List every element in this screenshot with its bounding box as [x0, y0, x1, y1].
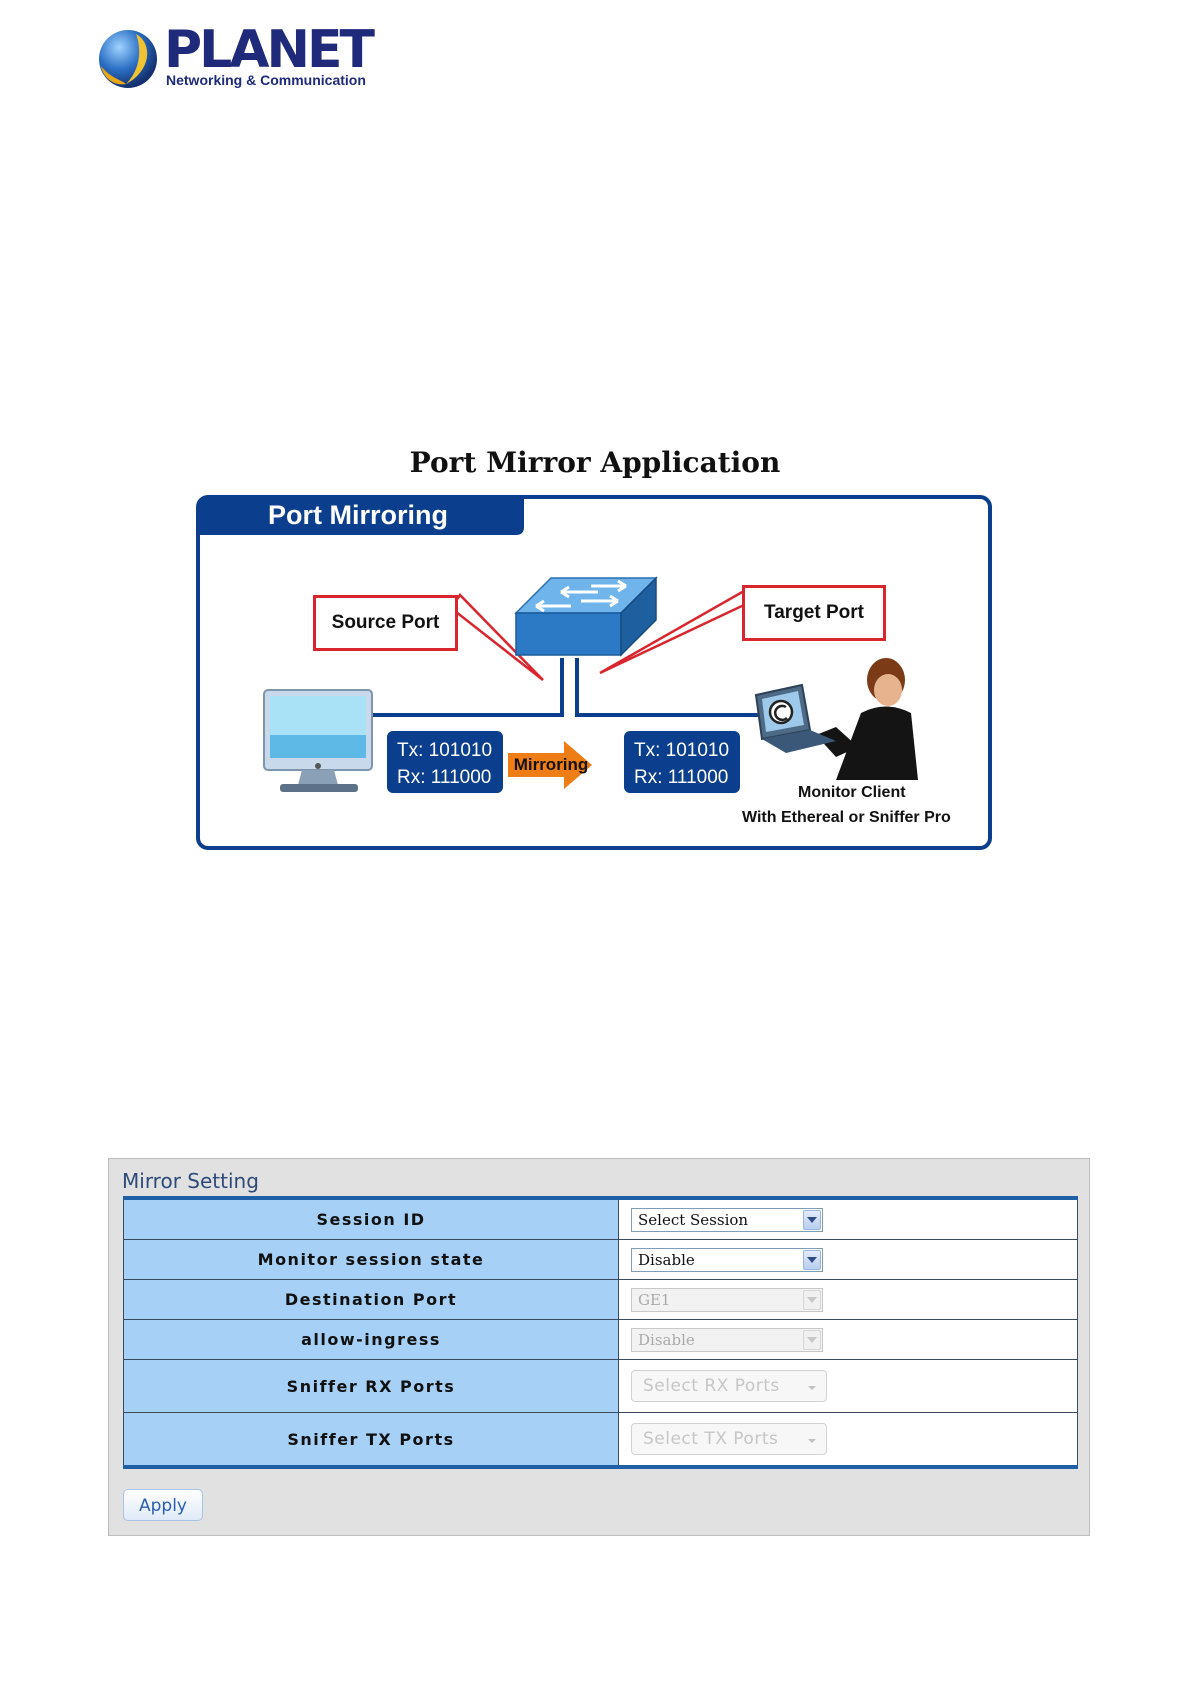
sniffer-rx-ports-select: Select RX Ports: [631, 1370, 827, 1402]
mirroring-label: Mirroring: [513, 755, 589, 774]
table-row: Sniffer RX Ports Select RX Ports: [123, 1359, 1078, 1413]
apply-button[interactable]: Apply: [123, 1489, 203, 1521]
caret-down-icon: [808, 1439, 816, 1443]
target-data-box: Tx: 101010 Rx: 111000: [624, 731, 740, 793]
allow-ingress-select: Disable: [631, 1327, 823, 1352]
sniffer-rx-ports-label: Sniffer RX Ports: [123, 1359, 619, 1413]
source-port-label: Source Port: [313, 595, 458, 651]
source-tx-text: Tx: 101010: [397, 740, 493, 761]
diagram-panel-title: Port Mirroring: [268, 500, 448, 530]
monitor-session-state-label: Monitor session state: [123, 1239, 619, 1280]
port-mirroring-diagram: Port Mirroring Source Port Target Port T…: [196, 495, 992, 850]
table-row: Destination Port GE1: [123, 1279, 1078, 1320]
chevron-down-icon: [803, 1329, 821, 1350]
target-tx-text: Tx: 101010: [634, 740, 730, 761]
source-data-box: Tx: 101010 Rx: 111000: [387, 731, 503, 793]
table-row: Monitor session state Disable: [123, 1239, 1078, 1280]
table-row: Sniffer TX Ports Select TX Ports: [123, 1412, 1078, 1468]
logo-wordmark: PLANET: [164, 20, 375, 80]
source-rx-text: Rx: 111000: [397, 767, 492, 788]
desktop-computer-icon: [263, 689, 373, 792]
monitor-client-caption: Monitor Client: [798, 784, 906, 801]
sniffer-tx-ports-label: Sniffer TX Ports: [123, 1412, 619, 1468]
target-rx-text: Rx: 111000: [634, 767, 729, 788]
logo-tagline: Networking & Communication: [166, 72, 366, 88]
monitor-client-subcaption: With Ethereal or Sniffer Pro: [742, 809, 951, 826]
table-row: allow-ingress Disable: [123, 1319, 1078, 1360]
chevron-down-icon: [803, 1209, 821, 1230]
mirror-setting-table: Session ID Select Session Monitor sessio…: [123, 1196, 1078, 1469]
network-switch-icon: [514, 576, 658, 657]
planet-logo: PLANET Networking & Communication: [96, 22, 375, 92]
chevron-down-icon: [803, 1249, 821, 1270]
mirror-arrow-icon: [508, 741, 592, 789]
allow-ingress-label: allow-ingress: [123, 1319, 619, 1360]
planet-globe-icon: [99, 30, 157, 88]
target-port-label: Target Port: [742, 585, 886, 641]
table-row: Session ID Select Session: [123, 1197, 1078, 1240]
destination-port-label: Destination Port: [123, 1279, 619, 1320]
destination-port-select: GE1: [631, 1287, 823, 1312]
session-id-select[interactable]: Select Session: [631, 1207, 823, 1232]
mirror-setting-title: Mirror Setting: [122, 1169, 259, 1193]
monitor-client-icon: [754, 658, 918, 780]
mirror-setting-panel: Mirror Setting Session ID Select Session…: [108, 1158, 1090, 1536]
caret-down-icon: [808, 1386, 816, 1390]
figure-title: Port Mirror Application: [409, 446, 781, 479]
sniffer-tx-ports-select: Select TX Ports: [631, 1423, 827, 1455]
session-id-label: Session ID: [123, 1197, 619, 1240]
monitor-session-state-select[interactable]: Disable: [631, 1247, 823, 1272]
chevron-down-icon: [803, 1289, 821, 1310]
